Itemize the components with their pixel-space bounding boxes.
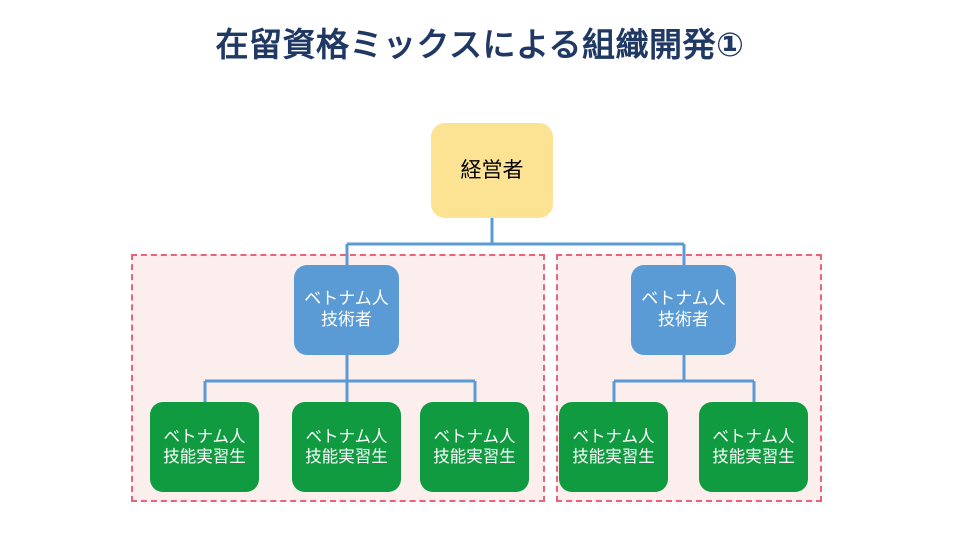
node-engineer-right[interactable]: ベトナム人 技術者 [631, 265, 736, 355]
page-title: 在留資格ミックスによる組織開発① [215, 26, 745, 63]
node-trainee-left-3-line-1: ベトナム人 [433, 427, 516, 446]
node-trainee-right-2-line-1: ベトナム人 [712, 427, 795, 446]
node-trainee-left-1-line-2: 技能実習生 [163, 448, 246, 466]
node-trainee-right-2[interactable]: ベトナム人 技能実習生 [699, 402, 808, 492]
node-trainee-left-3[interactable]: ベトナム人 技能実習生 [420, 402, 529, 492]
node-trainee-left-3-line-2: 技能実習生 [433, 448, 516, 466]
node-executive[interactable]: 経営者 [431, 123, 553, 218]
node-trainee-left-2-line-2: 技能実習生 [305, 448, 388, 466]
node-trainee-right-2-line-2: 技能実習生 [712, 448, 795, 466]
node-trainee-right-1[interactable]: ベトナム人 技能実習生 [559, 402, 668, 492]
node-trainee-left-2[interactable]: ベトナム人 技能実習生 [292, 402, 401, 492]
node-executive-line-1: 経営者 [460, 158, 524, 182]
node-trainee-right-1-line-2: 技能実習生 [572, 448, 655, 466]
node-engineer-right-line-2: 技術者 [658, 310, 709, 329]
node-engineer-right-line-1: ベトナム人 [641, 289, 726, 309]
node-engineer-left[interactable]: ベトナム人 技術者 [294, 265, 399, 355]
node-trainee-right-1-line-1: ベトナム人 [572, 427, 655, 446]
node-trainee-left-1[interactable]: ベトナム人 技能実習生 [150, 402, 259, 492]
node-engineer-left-line-1: ベトナム人 [304, 289, 389, 309]
node-engineer-left-line-2: 技術者 [321, 310, 372, 329]
node-trainee-left-2-line-1: ベトナム人 [305, 427, 388, 446]
node-trainee-left-1-line-1: ベトナム人 [163, 427, 246, 446]
